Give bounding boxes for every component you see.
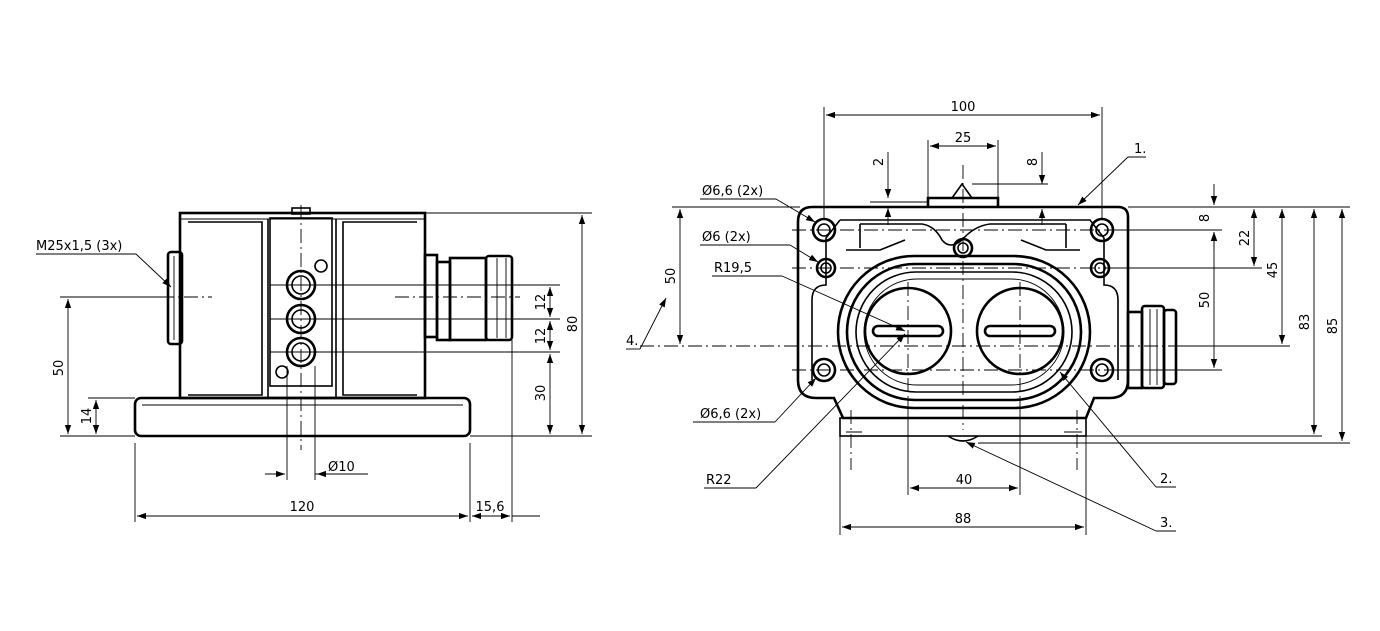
front-radius-22: R22 — [706, 473, 732, 488]
front-dim-88: 88 — [955, 512, 972, 527]
callout-4: 4. — [626, 334, 638, 349]
front-hole-label-top: Ø6,6 (2x) — [702, 184, 763, 199]
side-dim-30: 30 — [534, 385, 549, 402]
side-left-gland — [166, 250, 184, 346]
front-dim-8-right: 8 — [1198, 214, 1213, 222]
side-dim-12b: 12 — [534, 328, 549, 345]
front-dim-8-top: 8 — [1026, 158, 1041, 166]
side-right-gland — [423, 253, 514, 342]
side-dim-15-6: 15,6 — [476, 500, 505, 515]
side-dim-12a: 12 — [534, 294, 549, 311]
front-dim-22: 22 — [1238, 230, 1253, 247]
side-dim-120: 120 — [290, 500, 315, 515]
front-dim-85: 85 — [1326, 318, 1341, 335]
side-thread-label: M25x1,5 (3x) — [36, 239, 122, 254]
front-hole-label-mid: Ø6 (2x) — [702, 230, 751, 245]
callout-3: 3. — [1160, 516, 1172, 531]
front-right-gland — [1126, 304, 1178, 390]
front-dim-40: 40 — [956, 473, 973, 488]
front-dim-83: 83 — [1298, 314, 1313, 331]
front-dim-50-right: 50 — [1198, 292, 1213, 309]
side-dim-50: 50 — [52, 360, 67, 377]
front-dim-100: 100 — [951, 100, 976, 115]
callout-2: 2. — [1160, 472, 1172, 487]
side-dim-80: 80 — [566, 316, 581, 333]
side-dim-14: 14 — [80, 408, 95, 425]
front-radius-195: R19,5 — [714, 261, 752, 276]
front-dim-2: 2 — [872, 158, 887, 166]
side-base-plate — [133, 396, 472, 438]
front-dim-50-left: 50 — [664, 268, 679, 285]
front-dim-25: 25 — [955, 131, 972, 146]
side-dim-dia10: Ø10 — [328, 460, 355, 475]
side-view: 50 14 M25x1,5 (3x) 12 12 30 80 Ø10 120 — [36, 205, 592, 522]
callout-1: 1. — [1134, 142, 1146, 157]
front-view: 100 25 2 8 Ø6,6 (2x) Ø6 (2x) R19,5 50 4. — [626, 100, 1350, 535]
front-dim-45: 45 — [1266, 262, 1281, 279]
front-hole-label-bottom: Ø6,6 (2x) — [700, 407, 761, 422]
